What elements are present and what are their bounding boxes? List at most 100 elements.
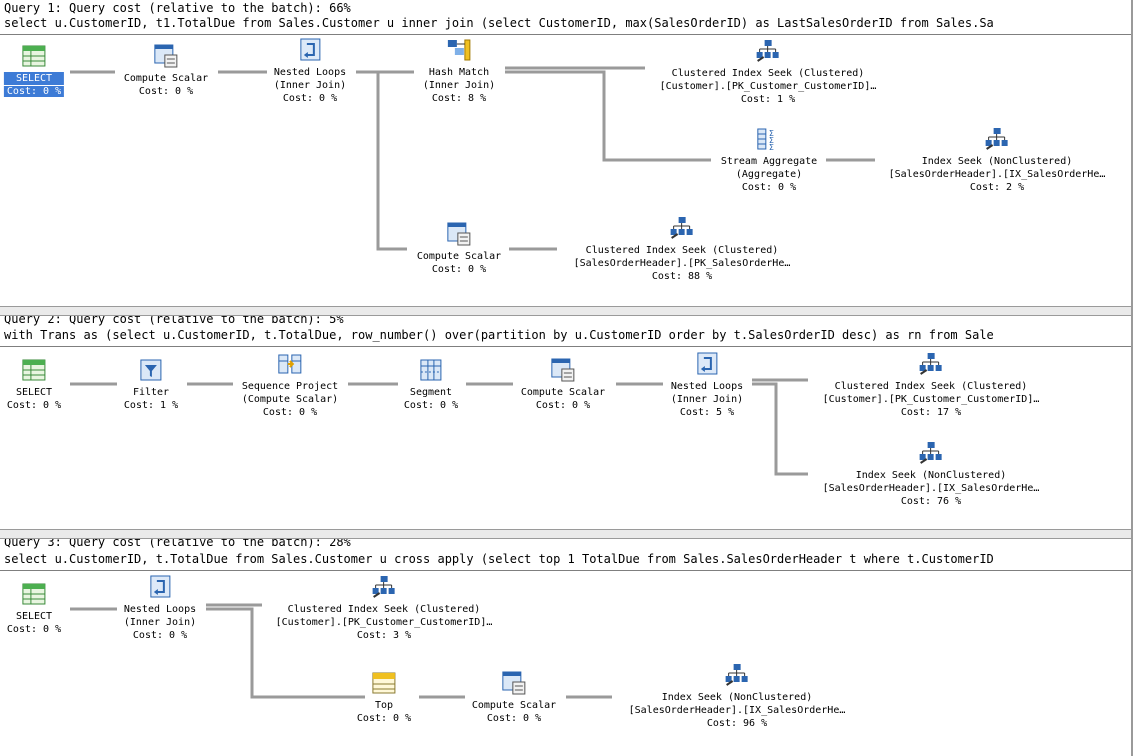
query-sql-text[interactable]: with Trans as (select u.CustomerID, t.To… (4, 328, 994, 342)
query-plan-panel-3: Query 3: Query cost (relative to the bat… (0, 539, 1131, 753)
node-name: Nested Loops (670, 381, 744, 392)
plan-node-clustered-index-seek[interactable]: Clustered Index Seek (Clustered) [SalesO… (573, 216, 791, 283)
node-cost: Cost: 0 % (262, 407, 318, 418)
node-cost: Cost: 0 % (403, 400, 459, 411)
node-subtitle: [Customer].[PK_Customer_CustomerID]… (659, 81, 877, 92)
node-name: Hash Match (428, 67, 490, 78)
node-name: SELECT (3, 72, 65, 85)
sequence-project-icon (278, 352, 302, 376)
node-name: Segment (409, 387, 453, 398)
query-sql-text[interactable]: select u.CustomerID, t1.TotalDue from Sa… (4, 16, 994, 30)
node-subtitle: [SalesOrderHeader].[IX_SalesOrderHe… (888, 169, 1106, 180)
plan-node-top[interactable]: Top Cost: 0 % (357, 671, 411, 725)
node-cost: Cost: 76 % (900, 496, 962, 507)
node-cost: Cost: 8 % (431, 93, 487, 104)
plan-node-hash-match[interactable]: Hash Match (Inner Join) Cost: 8 % (423, 38, 495, 105)
nested-loops-icon (298, 38, 322, 62)
node-cost: Cost: 88 % (651, 271, 713, 282)
node-subtitle: (Aggregate) (735, 169, 803, 180)
query-cost-header: Query 3: Query cost (relative to the bat… (4, 539, 351, 549)
select-icon (22, 582, 46, 606)
plan-node-index-seek[interactable]: Index Seek (NonClustered) [SalesOrderHea… (888, 127, 1106, 194)
plan-node-clustered-index-seek[interactable]: Clustered Index Seek (Clustered) [Custom… (659, 39, 877, 106)
node-subtitle: [SalesOrderHeader].[IX_SalesOrderHe… (628, 705, 846, 716)
node-subtitle: (Inner Join) (273, 80, 347, 91)
plan-node-compute-scalar[interactable]: Compute Scalar Cost: 0 % (472, 671, 556, 725)
panel-separator[interactable] (0, 306, 1131, 316)
node-subtitle: [SalesOrderHeader].[PK_SalesOrderHe… (573, 258, 791, 269)
node-name: Compute Scalar (416, 251, 502, 262)
plan-node-compute-scalar[interactable]: Compute Scalar Cost: 0 % (124, 44, 208, 98)
node-cost: Cost: 0 % (431, 264, 487, 275)
node-name: Compute Scalar (520, 387, 606, 398)
node-name: Index Seek (NonClustered) (661, 692, 813, 703)
compute-scalar-icon (551, 358, 575, 382)
compute-scalar-icon (154, 44, 178, 68)
plan-node-nested-loops[interactable]: Nested Loops (Inner Join) Cost: 5 % (671, 352, 743, 419)
plan-node-select[interactable]: SELECT Cost: 0 % (3, 44, 65, 98)
node-subtitle: (Compute Scalar) (241, 394, 339, 405)
query-plan-panel-1: Query 1: Query cost (relative to the bat… (0, 0, 1131, 306)
plan-node-sequence-project[interactable]: Sequence Project (Compute Scalar) Cost: … (242, 352, 338, 419)
node-subtitle: (Inner Join) (422, 80, 496, 91)
plan-node-segment[interactable]: Segment Cost: 0 % (404, 358, 458, 412)
header-divider (0, 34, 1131, 35)
node-name: Stream Aggregate (720, 156, 818, 167)
plan-node-clustered-index-seek[interactable]: Clustered Index Seek (Clustered) [Custom… (823, 352, 1039, 419)
query-plan-panel-2: Query 2: Query cost (relative to the bat… (0, 316, 1131, 529)
query-cost-header: Query 2: Query cost (relative to the bat… (4, 316, 344, 326)
plan-node-index-seek[interactable]: Index Seek (NonClustered) [SalesOrderHea… (628, 663, 846, 730)
node-name: Clustered Index Seek (Clustered) (834, 381, 1028, 392)
select-icon (22, 44, 46, 68)
plan-node-compute-scalar[interactable]: Compute Scalar Cost: 0 % (417, 222, 501, 276)
node-cost: Cost: 1 % (123, 400, 179, 411)
panel-separator[interactable] (0, 529, 1131, 539)
node-name: SELECT (15, 611, 53, 622)
select-icon (22, 358, 46, 382)
svg-text:Σ: Σ (769, 129, 774, 138)
node-name: Sequence Project (241, 381, 339, 392)
node-name: Clustered Index Seek (Clustered) (287, 604, 481, 615)
top-icon (372, 671, 396, 695)
node-cost: Cost: 0 % (6, 624, 62, 635)
clustered-index-seek-icon (670, 216, 694, 240)
plan-node-select[interactable]: SELECT Cost: 0 % (7, 582, 61, 636)
plan-node-compute-scalar[interactable]: Compute Scalar Cost: 0 % (521, 358, 605, 412)
node-subtitle: (Inner Join) (123, 617, 197, 628)
plan-node-filter[interactable]: Filter Cost: 1 % (124, 358, 178, 412)
node-name: Clustered Index Seek (Clustered) (671, 68, 865, 79)
node-cost: Cost: 17 % (900, 407, 962, 418)
node-name: Index Seek (NonClustered) (855, 470, 1007, 481)
node-cost: Cost: 0 % (741, 182, 797, 193)
index-seek-icon (725, 663, 749, 687)
compute-scalar-icon (447, 222, 471, 246)
node-cost: Cost: 5 % (679, 407, 735, 418)
svg-text:Σ: Σ (769, 143, 774, 151)
nested-loops-icon (695, 352, 719, 376)
node-cost: Cost: 0 % (486, 713, 542, 724)
node-cost: Cost: 0 % (138, 86, 194, 97)
node-subtitle: [Customer].[PK_Customer_CustomerID]… (275, 617, 493, 628)
compute-scalar-icon (502, 671, 526, 695)
plan-node-select[interactable]: SELECT Cost: 0 % (7, 358, 61, 412)
plan-node-nested-loops[interactable]: Nested Loops (Inner Join) Cost: 0 % (274, 38, 346, 105)
index-seek-icon (919, 441, 943, 465)
clustered-index-seek-icon (919, 352, 943, 376)
clustered-index-seek-icon (372, 575, 396, 599)
nested-loops-icon (148, 575, 172, 599)
node-name: Nested Loops (273, 67, 347, 78)
node-name: SELECT (15, 387, 53, 398)
query-sql-text[interactable]: select u.CustomerID, t.TotalDue from Sal… (4, 552, 994, 566)
node-name: Nested Loops (123, 604, 197, 615)
node-name: Clustered Index Seek (Clustered) (585, 245, 779, 256)
plan-node-index-seek[interactable]: Index Seek (NonClustered) [SalesOrderHea… (823, 441, 1039, 508)
hash-match-icon (447, 38, 471, 62)
plan-node-clustered-index-seek[interactable]: Clustered Index Seek (Clustered) [Custom… (275, 575, 493, 642)
plan-edges (70, 603, 612, 699)
filter-icon (139, 358, 163, 382)
plan-node-nested-loops[interactable]: Nested Loops (Inner Join) Cost: 0 % (124, 575, 196, 642)
right-frame-border (1131, 0, 1133, 756)
index-seek-icon (985, 127, 1009, 151)
